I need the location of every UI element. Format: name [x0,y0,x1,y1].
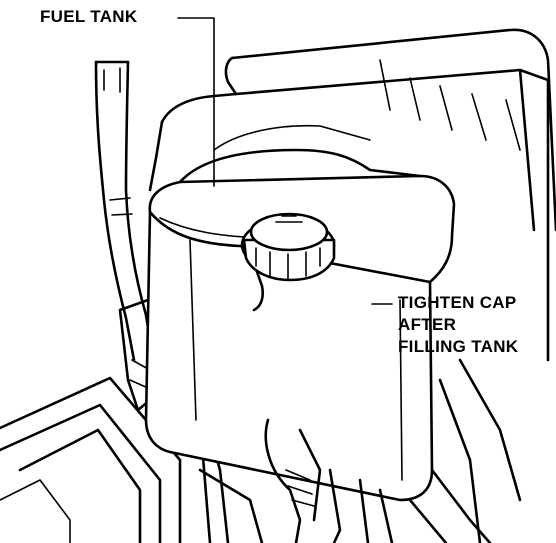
rear-housing [148,28,556,362]
leader-lines [177,17,393,305]
lower-components [264,358,522,543]
fuel-tank-label: FUEL TANK [40,7,138,26]
tank-cap [240,212,336,282]
tighten-cap-line-2: AFTER [398,315,457,334]
hose [94,60,152,362]
tighten-cap-label: TIGHTEN CAP AFTER FILLING TANK [398,292,518,358]
fuel-tank-body [144,124,456,502]
tighten-cap-line-3: FILLING TANK [398,337,519,356]
tighten-cap-line-1: TIGHTEN CAP [398,293,517,312]
